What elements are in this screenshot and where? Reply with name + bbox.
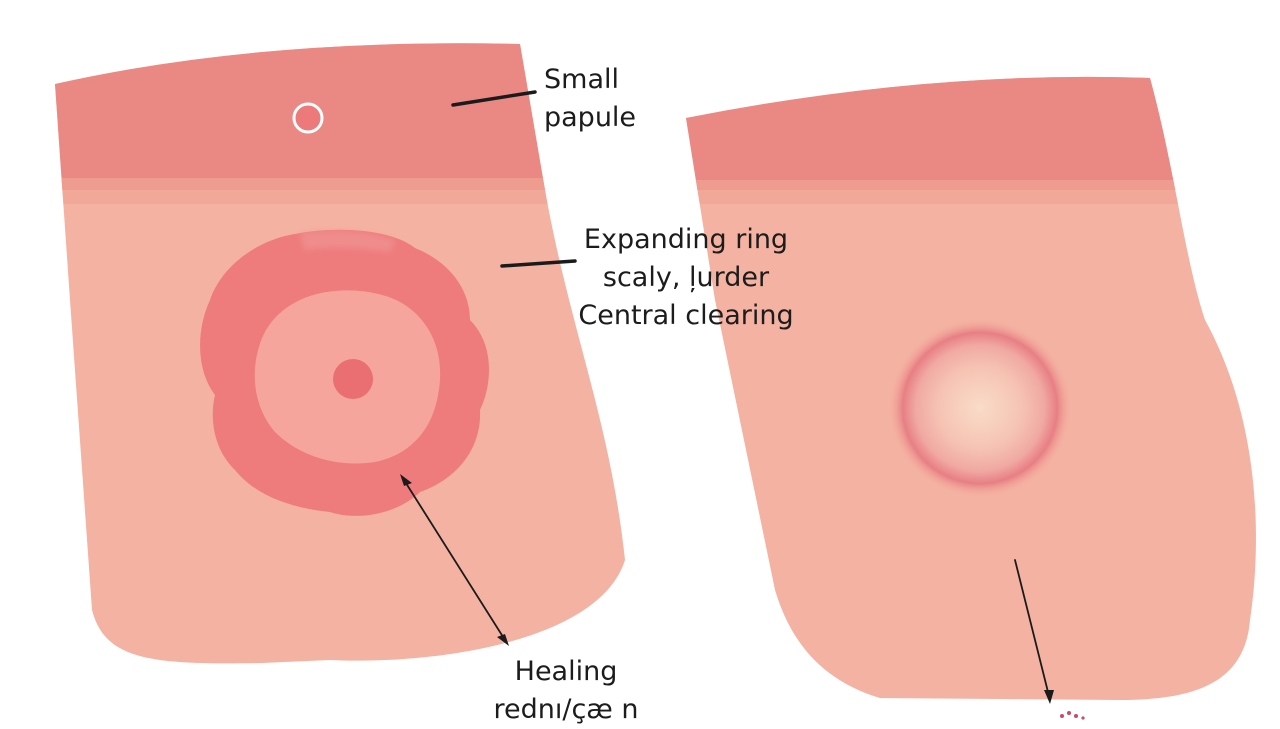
leader-lines: [400, 90, 1054, 704]
healing-label-line-1: Healing: [514, 656, 618, 687]
right-skin-panel: [686, 76, 1256, 700]
small-papule-marker: [292, 102, 324, 134]
central-papule-dot: [333, 359, 373, 399]
healing-arrow-left-head-top: [400, 474, 412, 486]
expanding-ring-label-line-3: Central clearing: [578, 300, 794, 331]
ring-leader-line: [500, 259, 577, 268]
ring-lesion-scale: [300, 230, 395, 252]
small-papule-label-line-1: Small: [544, 64, 619, 95]
healing-arrow-right-head: [1044, 690, 1054, 704]
right-skin-band-fade: [686, 180, 1256, 204]
healing-label-line-2: rednı/çæ n: [493, 694, 639, 725]
healing-lesion: [888, 318, 1072, 498]
small-papule-label: Small papule: [544, 61, 636, 137]
left-skin-band-fade: [55, 178, 625, 204]
bottom-marker-dots: [1060, 711, 1085, 720]
healing-arrow-left: [400, 474, 509, 646]
left-skin-panel: [55, 43, 625, 664]
right-skin-band: [686, 76, 1256, 190]
healing-label: Healing rednı/çæ n: [466, 653, 666, 729]
healing-arrow-left-shaft: [403, 479, 506, 641]
marker-dot: [1074, 714, 1078, 718]
expanding-ring-label-line-1: Expanding ring: [583, 224, 789, 255]
marker-dot: [1060, 714, 1064, 718]
ring-lesion: [200, 229, 490, 516]
marker-dot: [1081, 716, 1085, 720]
healing-arrow-left-head-bottom: [497, 634, 509, 646]
healing-arrow-right: [1014, 559, 1054, 704]
expanding-ring-label: Expanding ring scaly, ļurder Central cle…: [568, 221, 804, 335]
papule-leader-line: [451, 90, 537, 107]
healing-arrow-right-shaft: [1014, 559, 1050, 697]
marker-dot: [1067, 711, 1071, 715]
expanding-ring-label-line-2: scaly, ļurder: [602, 262, 770, 293]
small-papule-label-line-2: papule: [544, 102, 637, 133]
